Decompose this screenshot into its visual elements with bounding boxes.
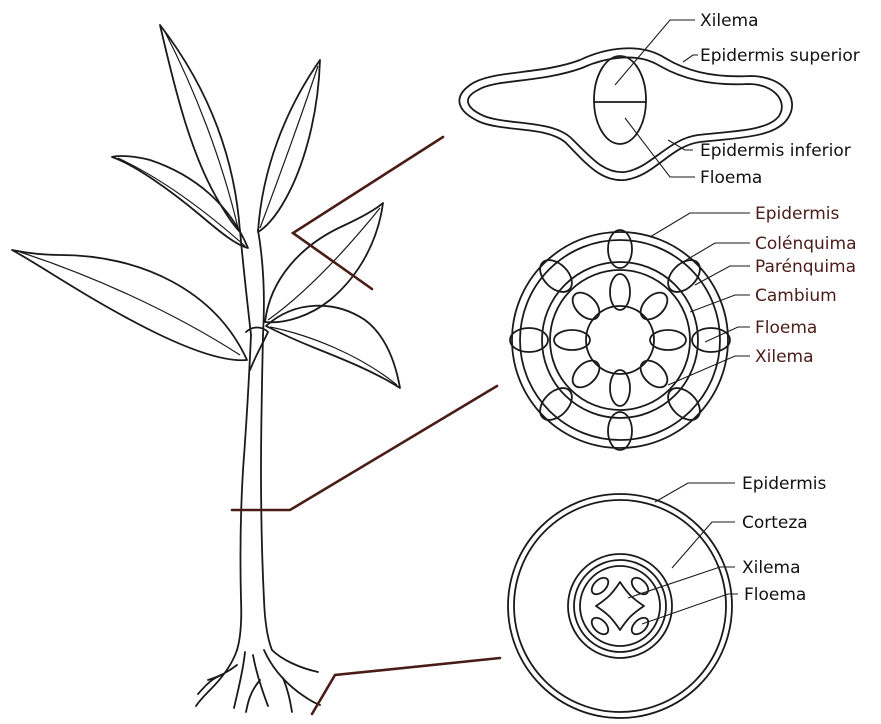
plant-stem xyxy=(237,335,272,650)
leader-root-epidermis xyxy=(655,483,735,502)
plant-roots xyxy=(196,650,320,712)
label-leaf-phloem: Floema xyxy=(700,168,762,188)
stem-bundle xyxy=(662,254,706,298)
label-leaf-lower-epidermis: Epidermis inferior xyxy=(700,141,851,161)
root-stele xyxy=(580,566,660,646)
label-leaf-xylem: Xilema xyxy=(700,11,759,31)
leaf-tall-left xyxy=(160,25,240,232)
label-stem-collenchyma: Colénquima xyxy=(755,234,857,254)
label-leaf-upper-epidermis: Epidermis superior xyxy=(700,46,860,66)
stem-bundle xyxy=(662,382,706,426)
stem-cross-section: Epidermis Colénquima Parénquima Cambium … xyxy=(510,204,857,450)
label-stem-cambium: Cambium xyxy=(755,286,837,306)
stem-bundle-inner xyxy=(610,370,630,406)
label-stem-phloem: Floema xyxy=(755,318,817,338)
label-root-epidermis: Epidermis xyxy=(742,474,826,494)
leaf-left-large xyxy=(12,250,247,360)
stem-bundle xyxy=(534,382,578,426)
pointer-stem xyxy=(232,386,497,510)
leaf-right-upper-vein xyxy=(268,208,380,320)
root-epidermis-ring xyxy=(508,494,732,718)
root-endodermis xyxy=(568,554,672,658)
label-stem-xylem: Xilema xyxy=(755,347,814,367)
leaf-left-upper xyxy=(112,156,248,248)
leader-stem-epidermis xyxy=(650,213,750,237)
stem-epidermis-ring xyxy=(512,232,728,448)
stem-bundle-inner xyxy=(568,288,605,325)
leaf-tall-left-vein xyxy=(165,32,238,228)
leader-root-cortex xyxy=(672,522,735,568)
stem-pith xyxy=(586,306,654,374)
root-pericycle xyxy=(574,560,666,652)
leader-stem-parenchyma xyxy=(695,266,750,285)
root-xylem-cross xyxy=(596,582,644,630)
leaf-left-upper-vein xyxy=(118,158,245,246)
leader-root-phloem xyxy=(642,594,738,624)
root-cross-section: Epidermis Corteza Xilema Floema xyxy=(508,474,826,718)
stem-bundle-inner xyxy=(636,356,673,393)
stem-cambium-outer xyxy=(542,262,698,418)
leaf-right-upper xyxy=(265,203,383,322)
stem-vascular-bundles xyxy=(510,230,730,450)
stem-bundle xyxy=(534,254,578,298)
pointer-lines xyxy=(232,137,500,714)
stem-bundle-inner xyxy=(568,356,605,393)
stem-bundle-inner xyxy=(650,330,686,350)
leaf-cross-section: Xilema Epidermis superior Epidermis infe… xyxy=(459,11,859,188)
label-stem-parenchyma: Parénquima xyxy=(755,257,856,277)
plant-illustration xyxy=(12,25,400,712)
leader-stem-collenchyma xyxy=(683,243,750,262)
label-root-phloem: Floema xyxy=(744,585,806,605)
leaf-left-large-vein xyxy=(20,252,240,355)
leaf-tall-right-vein xyxy=(260,66,318,228)
leaf-vascular-bundle xyxy=(594,56,646,144)
label-stem-epidermis: Epidermis xyxy=(755,204,839,224)
pointer-root xyxy=(312,658,500,714)
leader-leaf-upper-epidermis xyxy=(683,55,698,62)
label-root-cortex: Corteza xyxy=(742,513,808,533)
stem-bundle-inner xyxy=(636,288,673,325)
stem-cambium-inner xyxy=(550,270,690,410)
leader-stem-xylem xyxy=(668,356,750,385)
label-root-xylem: Xilema xyxy=(742,558,801,578)
stem-bundle-inner xyxy=(554,330,590,350)
stem-bundle-inner xyxy=(610,274,630,310)
